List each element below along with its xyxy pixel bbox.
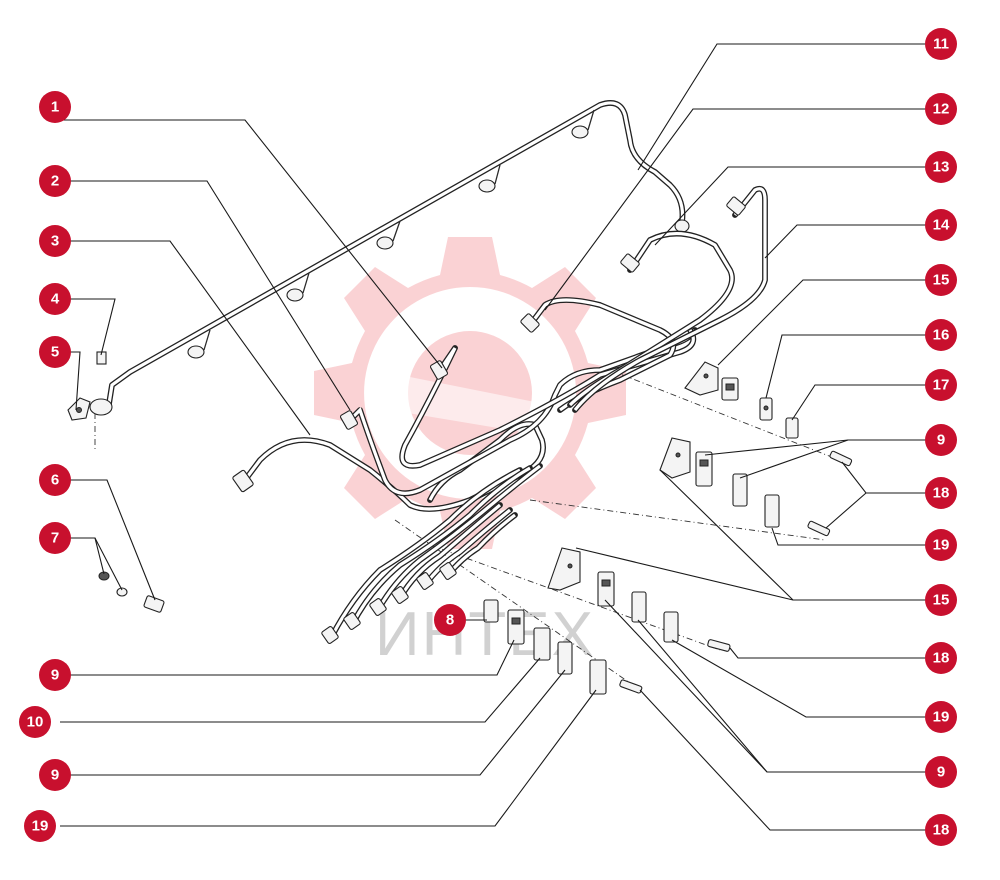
- callout-9-a: 9: [39, 659, 71, 691]
- clamp-group-c: [547, 547, 731, 652]
- clamp-group-b: [659, 437, 831, 537]
- svg-text:13: 13: [933, 159, 950, 176]
- svg-text:4: 4: [51, 291, 60, 308]
- svg-text:5: 5: [51, 344, 59, 361]
- svg-text:9: 9: [937, 432, 945, 449]
- svg-text:16: 16: [933, 327, 950, 344]
- callout-15-b: 15: [925, 584, 957, 616]
- svg-text:3: 3: [51, 233, 59, 250]
- svg-text:10: 10: [27, 714, 44, 731]
- svg-text:19: 19: [933, 537, 950, 554]
- clamp-group-d: [483, 599, 643, 695]
- rail-banjo-fittings: [187, 109, 690, 359]
- callout-1: 1: [39, 91, 71, 123]
- bolt-and-washers: [98, 571, 165, 613]
- callout-19-c: 19: [925, 701, 957, 733]
- leader-lines: [60, 43, 925, 831]
- callout-12: 12: [925, 93, 957, 125]
- svg-text:9: 9: [51, 767, 59, 784]
- svg-text:9: 9: [937, 764, 945, 781]
- callout-badges: 1 2 3 4 5 6 7 8 9 10 9 19 11 12 13 14 15…: [19, 28, 957, 846]
- callout-14: 14: [925, 209, 957, 241]
- callout-18-b: 18: [925, 642, 957, 674]
- callout-16: 16: [925, 319, 957, 351]
- svg-text:15: 15: [933, 592, 950, 609]
- callout-6: 6: [39, 464, 71, 496]
- svg-text:18: 18: [933, 822, 950, 839]
- callout-18-a: 18: [925, 477, 957, 509]
- pipe-end-nuts: [232, 196, 746, 644]
- svg-text:9: 9: [51, 667, 59, 684]
- callout-7: 7: [39, 522, 71, 554]
- svg-text:19: 19: [933, 709, 950, 726]
- svg-text:6: 6: [51, 472, 59, 489]
- injection-pipes: [242, 185, 768, 643]
- callout-19-a: 19: [24, 810, 56, 842]
- callout-11: 11: [925, 28, 957, 60]
- svg-text:19: 19: [32, 818, 49, 835]
- svg-text:15: 15: [933, 272, 950, 289]
- clamp-group-a: [684, 361, 853, 467]
- svg-text:18: 18: [933, 650, 950, 667]
- svg-text:17: 17: [933, 377, 950, 394]
- callout-18-c: 18: [925, 814, 957, 846]
- callout-3: 3: [39, 225, 71, 257]
- svg-text:14: 14: [933, 217, 950, 234]
- callout-2: 2: [39, 165, 71, 197]
- banjo-bolt-assembly: [67, 351, 113, 421]
- callout-9-b: 9: [39, 759, 71, 791]
- callout-17: 17: [925, 369, 957, 401]
- svg-text:2: 2: [51, 173, 59, 190]
- callout-19-b: 19: [925, 529, 957, 561]
- callout-8: 8: [434, 604, 466, 636]
- svg-text:7: 7: [51, 530, 59, 547]
- svg-text:12: 12: [933, 101, 950, 118]
- callout-10: 10: [19, 706, 51, 738]
- callout-13: 13: [925, 151, 957, 183]
- svg-text:18: 18: [933, 485, 950, 502]
- callout-9-c: 9: [925, 424, 957, 456]
- callout-9-d: 9: [925, 756, 957, 788]
- callout-15-a: 15: [925, 264, 957, 296]
- callout-4: 4: [39, 283, 71, 315]
- leak-off-rail: [105, 100, 690, 413]
- callout-5: 5: [39, 336, 71, 368]
- svg-text:11: 11: [933, 36, 949, 53]
- svg-text:8: 8: [446, 612, 454, 629]
- svg-text:1: 1: [51, 99, 59, 116]
